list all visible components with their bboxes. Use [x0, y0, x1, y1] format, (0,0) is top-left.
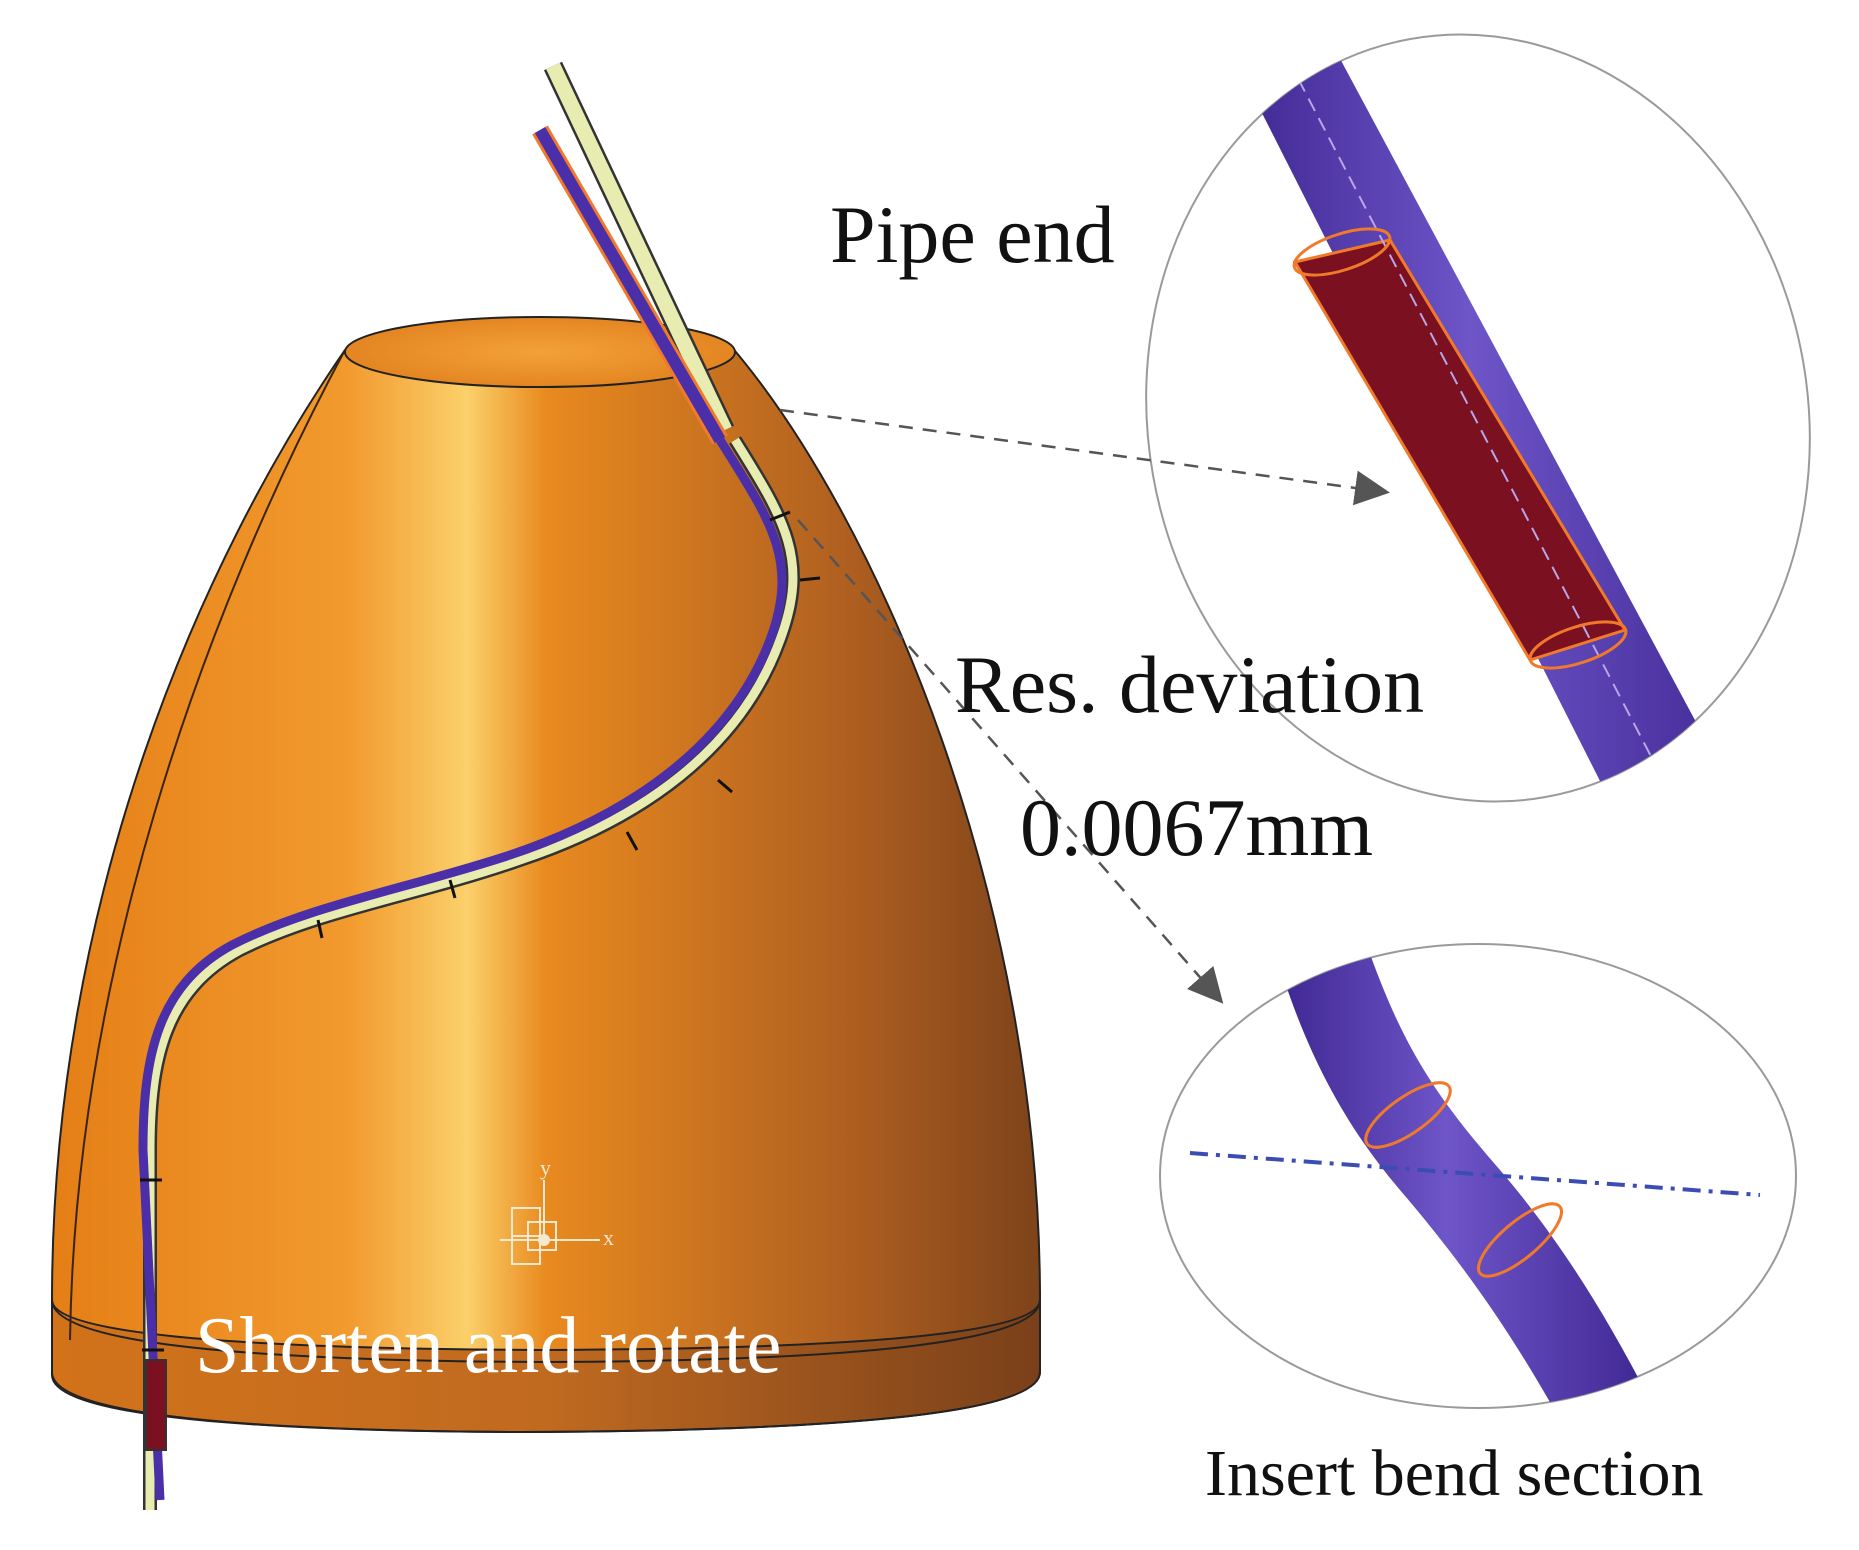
pipe-segment-ticks	[140, 510, 821, 1352]
label-res-deviation-value: 0.0067mm	[1020, 782, 1373, 873]
shell-top-opening	[344, 316, 736, 388]
pipe-purple-route	[138, 437, 787, 1501]
shell-bottom-rim	[51, 1371, 1041, 1434]
shell-body	[50, 316, 1042, 1434]
pipe-routing	[138, 61, 821, 1510]
zoom-bend-section	[1159, 943, 1797, 1409]
pipe-tail-section	[145, 1359, 167, 1451]
label-shorten-and-rotate: Shorten and rotate	[195, 1302, 781, 1390]
label-res-deviation: Res. deviation	[955, 639, 1424, 730]
zoom-pipe-end	[1145, 33, 1811, 855]
shell-inner-edge	[69, 349, 346, 1341]
axis-y-label: y	[540, 1155, 551, 1180]
axis-x-label: x	[603, 1225, 614, 1250]
shell-seam-line	[51, 1299, 1041, 1364]
arrow-to-bend-section	[797, 519, 1224, 1004]
axis-triad	[500, 1180, 600, 1265]
label-insert-bend-section: Insert bend section	[1205, 1437, 1704, 1510]
label-pipe-end: Pipe end	[830, 189, 1115, 280]
arrow-to-pipe-end	[779, 408, 1390, 506]
